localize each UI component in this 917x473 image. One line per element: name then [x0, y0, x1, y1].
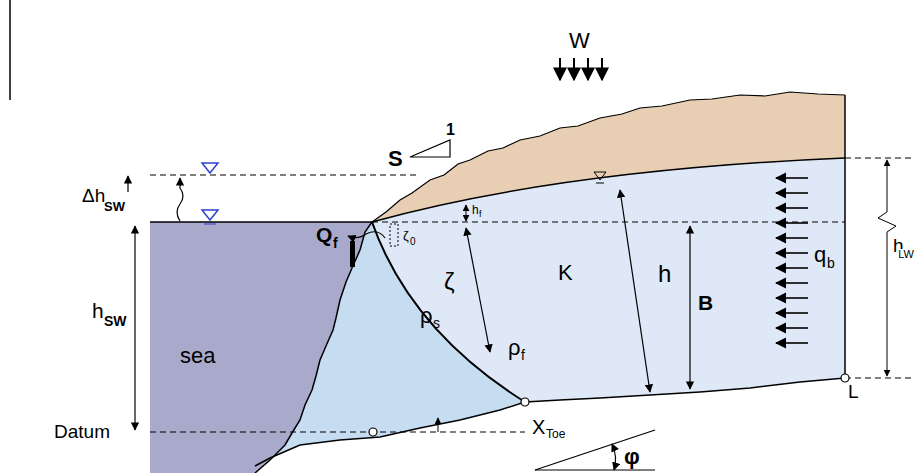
inflow-arrow	[776, 177, 808, 179]
subscript: b	[827, 256, 835, 270]
symbol: Q	[316, 224, 332, 245]
symbol: S	[388, 148, 403, 170]
datum-label: Datum	[54, 422, 110, 441]
subscript: 0	[410, 237, 416, 247]
inflow-arrow	[776, 207, 808, 209]
inflow-arrow	[776, 222, 808, 224]
inflow-arrow	[776, 237, 808, 239]
subscript: SW	[104, 314, 127, 328]
symbol: ρ	[420, 305, 433, 327]
inflow-arrow	[776, 342, 808, 344]
symbol: h	[92, 300, 104, 321]
symbol: B	[698, 292, 713, 313]
inflow-arrow	[776, 312, 808, 314]
symbol: Δh	[82, 186, 105, 205]
symbol: W	[569, 30, 590, 52]
subscript: f	[479, 210, 482, 219]
subscript: SW	[104, 200, 125, 213]
symbol: ζ	[403, 229, 409, 242]
point-label: L	[848, 382, 859, 401]
subscript: f	[521, 348, 525, 362]
subscript: s	[433, 316, 440, 330]
region-label: sea	[180, 345, 215, 367]
symbol: ζ	[444, 270, 455, 294]
symbol: X	[532, 417, 545, 437]
inflow-arrow	[776, 282, 808, 284]
inflow-arrow	[776, 297, 808, 299]
symbol: q	[814, 244, 826, 266]
symbol: 1	[446, 122, 455, 138]
inflow-arrow	[776, 252, 808, 254]
symbol: φ	[624, 446, 640, 468]
inflow-arrow	[776, 327, 808, 329]
subscript: Toe	[546, 428, 565, 440]
symbol: ρ	[508, 337, 521, 359]
symbol: h	[472, 204, 479, 216]
subscript: f	[333, 236, 338, 250]
inflow-arrow	[776, 192, 808, 194]
inflow-arrow	[776, 267, 808, 269]
symbol: h	[658, 262, 671, 286]
subscript: LW	[898, 249, 914, 260]
symbol: K	[558, 262, 573, 284]
